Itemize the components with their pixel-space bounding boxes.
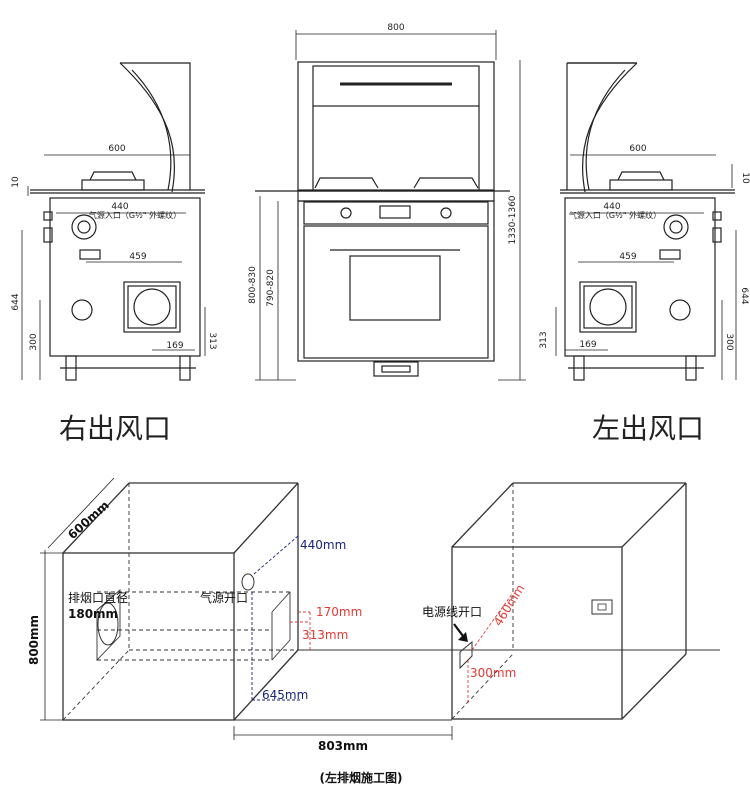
left-dim-169: 169 (166, 341, 183, 351)
right-dim-10: 10 (740, 172, 750, 184)
right-dim-440: 440 (603, 202, 620, 212)
install-red-dims-right (467, 593, 513, 705)
vent-diameter-label: 排烟口直径 (68, 591, 128, 605)
install-box-left (62, 482, 720, 721)
blue-dim-440: 440mm (300, 538, 346, 552)
right-dim-313: 313 (539, 331, 549, 348)
gas-hole-label: 气源开口 (200, 590, 248, 605)
right-view-title: 左出风口 (592, 412, 704, 445)
front-dim-800-830: 800-830 (248, 266, 258, 304)
right-dim-169: 169 (579, 340, 596, 350)
install-power-arrow (453, 623, 468, 642)
front-view (255, 30, 526, 381)
right-dim-600: 600 (629, 144, 646, 154)
red-dim-300: 300mm (470, 666, 516, 680)
install-height: 800mm (27, 615, 41, 665)
left-dim-600: 600 (108, 144, 125, 154)
left-side-view (21, 62, 206, 381)
left-view-title: 右出风口 (59, 412, 171, 445)
install-caption: (左排烟施工图) (320, 770, 403, 785)
blue-dim-645: 645mm (262, 688, 308, 702)
front-dim-800: 800 (387, 23, 404, 33)
right-gas-note: 气源入口（G½" 外螺纹） (569, 210, 661, 220)
left-dim-440: 440 (111, 202, 128, 212)
left-gas-note: 气源入口（G½" 外螺纹） (89, 210, 181, 220)
red-dim-170: 170mm (316, 605, 362, 619)
left-dim-10: 10 (11, 176, 21, 188)
install-blue-dims (251, 535, 300, 701)
right-dim-644: 644 (739, 287, 749, 304)
vent-diameter-value: 180mm (68, 607, 118, 621)
left-dim-459: 459 (129, 252, 146, 262)
right-side-view (555, 62, 737, 381)
right-dim-300: 300 (724, 333, 734, 350)
install-red-dims (290, 611, 311, 650)
front-dim-1330-1360: 1330-1360 (508, 195, 518, 244)
power-hole-label: 电源线开口 (422, 605, 482, 619)
front-dim-790-820: 790-820 (266, 269, 276, 307)
red-dim-460: 460mm (491, 582, 527, 629)
left-dim-313: 313 (207, 332, 217, 349)
right-dim-459: 459 (619, 252, 636, 262)
left-dim-644: 644 (11, 293, 21, 310)
install-dim-lines (40, 477, 453, 740)
red-dim-313: 313mm (302, 628, 348, 642)
left-dim-300: 300 (29, 333, 39, 350)
install-width: 803mm (318, 739, 368, 753)
install-box-right (451, 482, 687, 720)
